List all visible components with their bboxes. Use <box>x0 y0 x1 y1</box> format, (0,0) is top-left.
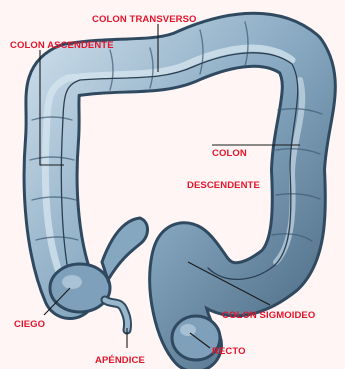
label-cecum: CIEGO <box>14 319 45 330</box>
label-sigmoid-colon: COLON SIGMOIDEO <box>222 310 315 321</box>
label-descending-colon-line1: COLON <box>212 148 247 159</box>
label-ascending-colon: COLON ASCENDENTE <box>10 40 114 51</box>
ileum-shape <box>102 218 148 280</box>
label-appendix: APÉNDICE <box>95 355 145 366</box>
cecum-shape <box>50 264 110 312</box>
label-descending-colon-line2: DESCENDENTE <box>187 180 260 191</box>
label-rectum: RECTO <box>212 346 246 357</box>
label-transverse-colon: COLON TRANSVERSO <box>92 14 197 25</box>
